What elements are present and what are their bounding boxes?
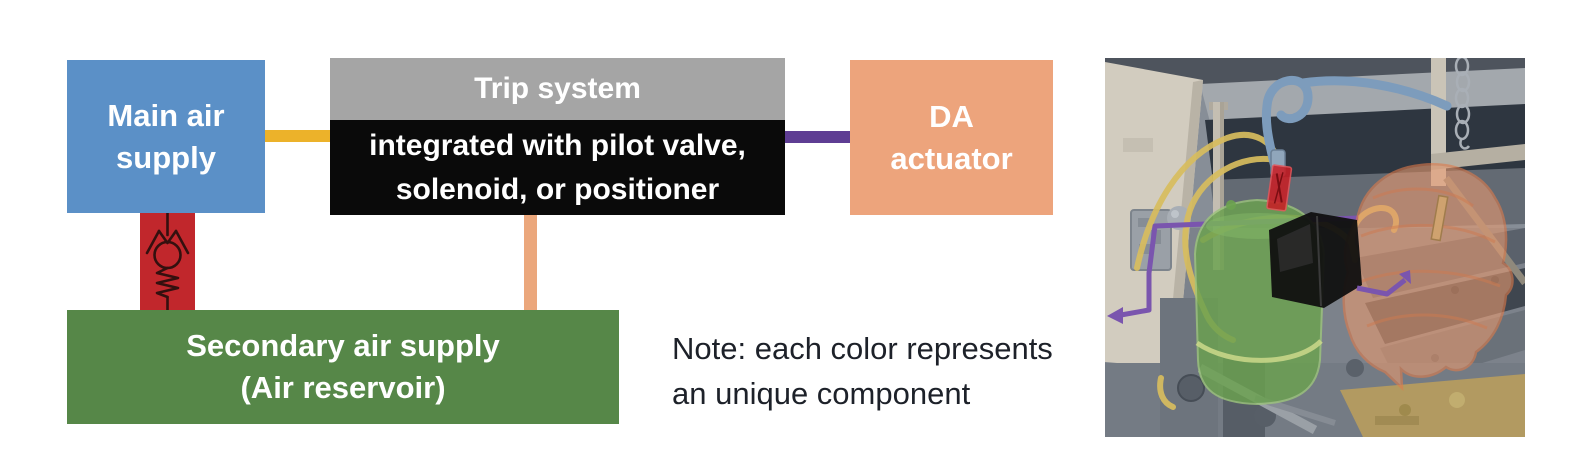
trip-system-body: integrated with pilot valve, solenoid, o… bbox=[330, 120, 785, 215]
check-valve-box bbox=[140, 213, 195, 310]
valve-stem bbox=[1430, 194, 1449, 242]
chain bbox=[1454, 58, 1471, 150]
secondary-air-supply-label-line: (Air reservoir) bbox=[240, 370, 446, 405]
da-actuator-label-line: actuator bbox=[890, 140, 1013, 176]
da-actuator-label-line: DA bbox=[929, 98, 974, 134]
connector-main-to-trip bbox=[265, 130, 330, 142]
main-air-supply-label-line: Main air bbox=[107, 97, 225, 133]
trip-system-subtitle-line: solenoid, or positioner bbox=[395, 172, 720, 206]
secondary-air-supply-box: Secondary air supply (Air reservoir) bbox=[67, 310, 619, 424]
check-valve-icon bbox=[145, 213, 190, 310]
note-text: Note: each color represents an unique co… bbox=[672, 326, 1053, 416]
note-line: Note: each color represents bbox=[672, 331, 1053, 366]
main-air-supply-label-line: supply bbox=[116, 139, 216, 175]
trip-system-title: Trip system bbox=[474, 72, 641, 105]
trip-system-header: Trip system bbox=[330, 58, 785, 120]
da-actuator-box: DA actuator bbox=[850, 60, 1053, 215]
main-air-supply-box: Main air supply bbox=[67, 60, 265, 213]
trip-system-subtitle-line: integrated with pilot valve, bbox=[369, 128, 746, 162]
purple-arrow-right bbox=[1399, 270, 1411, 284]
purple-arrow-left bbox=[1107, 307, 1123, 324]
check-valve-overlay bbox=[1266, 164, 1293, 212]
note-line: an unique component bbox=[672, 376, 971, 411]
equipment-photo bbox=[1105, 58, 1525, 437]
da-actuator-overlay bbox=[1342, 163, 1514, 392]
trip-system-box: Trip system integrated with pilot valve,… bbox=[330, 58, 785, 215]
trip-system-overlay bbox=[1269, 212, 1362, 308]
secondary-air-supply-label-line: Secondary air supply bbox=[186, 328, 500, 363]
purple-tubing-right bbox=[1356, 278, 1407, 297]
mount-rod bbox=[1213, 102, 1224, 270]
connector-trip-to-secondary bbox=[524, 215, 537, 310]
blue-hose bbox=[1261, 76, 1452, 185]
equipment-photo-scene bbox=[1105, 58, 1525, 437]
connector-trip-to-actuator bbox=[785, 131, 850, 143]
